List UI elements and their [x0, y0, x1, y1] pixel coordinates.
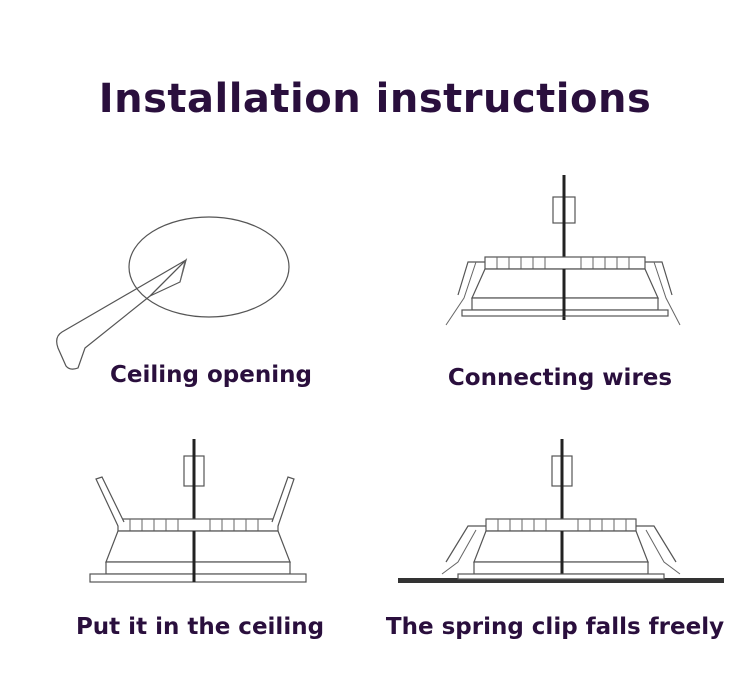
spring-clip-left — [95, 476, 125, 527]
page-title: Installation instructions — [98, 76, 652, 122]
spring-clip-right — [271, 476, 295, 527]
caption-spring-clip-falls: The spring clip falls freely — [385, 614, 725, 640]
connecting-wires-illustration — [445, 175, 681, 326]
ceiling-hole-outline — [128, 216, 290, 318]
put-in-ceiling-illustration — [89, 439, 307, 583]
spring-clip-right — [636, 525, 677, 563]
caption-ceiling-opening: Ceiling opening — [110, 362, 312, 388]
downlight-rim — [89, 573, 307, 583]
ceiling-board — [398, 578, 724, 583]
spring-clip-right — [645, 261, 673, 296]
caption-put-in-ceiling: Put it in the ceiling — [75, 614, 325, 640]
spring-clip-left — [457, 261, 485, 296]
caption-connecting-wires: Connecting wires — [447, 365, 673, 391]
spring-clip-left — [445, 525, 486, 563]
ceiling-opening-illustration — [56, 216, 290, 370]
downlight-body — [105, 530, 291, 563]
spring-clip-falls-illustration — [398, 439, 724, 583]
knife-handle — [56, 259, 187, 370]
downlight-rim — [457, 573, 665, 580]
